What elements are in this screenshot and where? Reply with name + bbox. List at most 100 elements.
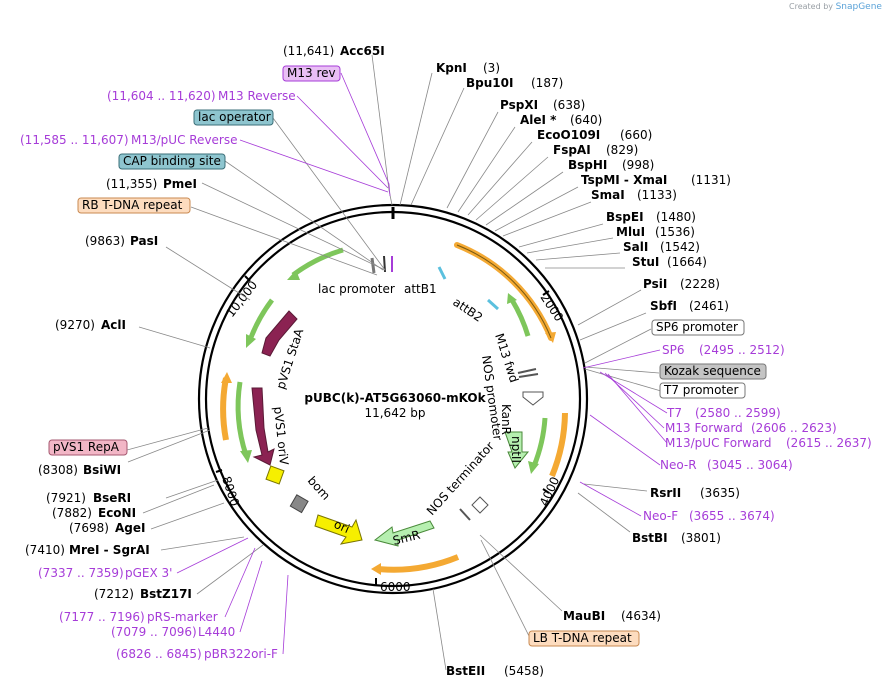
l4440-name: L4440: [198, 625, 235, 639]
snapgene-credit: Created by SnapGene: [789, 2, 882, 12]
bom-label: bom: [305, 474, 333, 503]
mrei-pos: (7410): [25, 543, 65, 557]
primer-labels: (11,604 .. 11,620) M13 Reverse (11,585 .…: [20, 89, 872, 661]
psii-pos: (2228): [680, 277, 720, 291]
l4440-range: (7079 .. 7096): [111, 625, 197, 639]
pasi-name: PasI: [130, 234, 158, 248]
green-arc-m13: [509, 298, 531, 337]
bstz17i-pos: (7212): [94, 587, 134, 601]
ecoo109i-pos: (660): [620, 128, 652, 142]
alei-name: AleI *: [520, 113, 557, 127]
smai-name: SmaI: [591, 188, 625, 202]
psii-name: PsiI: [643, 277, 667, 291]
pspxi-pos: (638): [553, 98, 585, 112]
tspmi-xmai-name: TspMI - XmaI: [581, 173, 667, 187]
orange-arc-4: [220, 377, 229, 441]
sbfi-pos: (2461): [689, 299, 729, 313]
inner-arcs: [235, 247, 548, 474]
kpni-pos: (3): [483, 61, 500, 75]
nos-term-mark: [459, 508, 471, 521]
pvs1-oriv-label: pVS1 oriV: [271, 406, 291, 467]
bsteii-pos: (5458): [504, 664, 544, 678]
m13rev-box-label: M13 rev: [287, 66, 336, 80]
lb-tdna-box-label: LB T-DNA repeat: [533, 631, 632, 645]
cap-binding-box-label: CAP binding site: [123, 154, 221, 168]
lac-operator-box-label: lac operator: [198, 110, 271, 124]
rb-tdna-box: [77, 197, 191, 214]
plasmid-length: 11,642 bp: [364, 406, 425, 420]
enzyme-leaders: [126, 54, 662, 671]
sali-name: SalI: [623, 240, 648, 254]
tick-4000-label: 4000: [537, 475, 562, 509]
pvs1-repa-box: [48, 439, 128, 456]
kozak-box: [659, 363, 767, 380]
orange-arc-4-head: [221, 372, 232, 383]
stui-pos: (1664): [667, 255, 707, 269]
neo-r-name: Neo-R: [660, 458, 697, 472]
sali-pos: (1542): [660, 240, 700, 254]
green-arc-nos: [531, 417, 548, 467]
bspei-name: BspEI: [606, 210, 644, 224]
attb1-mark: [437, 266, 447, 280]
rb-tdna-box-label: RB T-DNA repeat: [82, 198, 183, 212]
green-arc-3: [235, 381, 249, 456]
lac-operator-box: [193, 109, 274, 126]
inner-feature-shapes: [251, 255, 544, 547]
backbone-outer-ring: [197, 203, 589, 595]
yellow-box: [265, 465, 285, 485]
attb2-mark: [486, 298, 500, 311]
bstz17i-name: BstZ17I: [140, 587, 192, 601]
green-arc-2-head: [246, 334, 256, 348]
prs-marker-range: (7177 .. 7196): [59, 610, 145, 624]
acc65i-pos: (11,641): [283, 44, 334, 58]
bseri-name: BseRI: [93, 491, 131, 505]
m13-forward-range: (2606 .. 2623): [751, 421, 837, 435]
bpu10i-name: Bpu10I: [466, 76, 513, 90]
m13rev-box: [282, 65, 341, 82]
bsiwi-name: BsiWI: [83, 463, 121, 477]
mlui-name: MluI: [616, 225, 645, 239]
tspmi-xmai-pos: (1131): [691, 173, 731, 187]
maubi-pos: (4634): [621, 609, 661, 623]
lac-promoter-mark: [370, 257, 376, 274]
t7-promoter-box: [659, 382, 746, 399]
smr-arrow: [373, 520, 435, 547]
neo-f-name: Neo-F: [643, 509, 678, 523]
m13puc-forward-range: (2615 .. 2637): [786, 436, 872, 450]
boxed-feature-labels: M13 rev lac operator CAP binding site RB…: [48, 65, 767, 647]
green-arc-lac-head: [287, 270, 300, 280]
enzyme-labels: (11,641) Acc65I KpnI (3) Bpu10I (187) Ps…: [25, 44, 740, 678]
tick-10000-label: 10,000: [223, 278, 260, 320]
acli-name: AclI: [101, 318, 126, 332]
credit-brand: SnapGene: [835, 2, 882, 12]
ecoo109i-name: EcoO109I: [537, 128, 600, 142]
orange-arc-2: [549, 412, 568, 478]
rsrii-pos: (3635): [700, 486, 740, 500]
sp6-mark: [517, 368, 537, 374]
econi-pos: (7882): [52, 506, 92, 520]
cap-binding-box: [118, 153, 226, 170]
econi-name: EcoNI: [98, 506, 136, 520]
orange-arc-3: [377, 554, 460, 573]
prs-marker-name: pRS-marker: [147, 610, 218, 624]
pgex-name: pGEX 3': [125, 566, 172, 580]
green-arc-m13-head: [507, 293, 517, 304]
tick-8000-mark: [215, 469, 223, 473]
bsiwi-pos: (8308): [38, 463, 78, 477]
t7-promoter-box-label: T7 promoter: [663, 383, 739, 397]
m13puc-forward-name: M13/pUC Forward: [665, 436, 772, 450]
primer-leaders: [176, 72, 668, 655]
pvs1-repa-box-label: pVS1 RepA: [53, 440, 120, 454]
ori-label: ori: [332, 517, 352, 536]
bsteii-name: BstEII: [446, 664, 485, 678]
bpu10i-pos: (187): [531, 76, 563, 90]
bsphi-name: BspHI: [568, 158, 607, 172]
bspei-pos: (1480): [656, 210, 696, 224]
bsphi-pos: (998): [622, 158, 654, 172]
smai-pos: (1133): [637, 188, 677, 202]
pbr322ori-name: pBR322ori-F: [204, 647, 278, 661]
pmei-name: PmeI: [163, 177, 197, 191]
t7-name: T7: [666, 406, 682, 420]
orange-arc-1: [454, 242, 554, 341]
